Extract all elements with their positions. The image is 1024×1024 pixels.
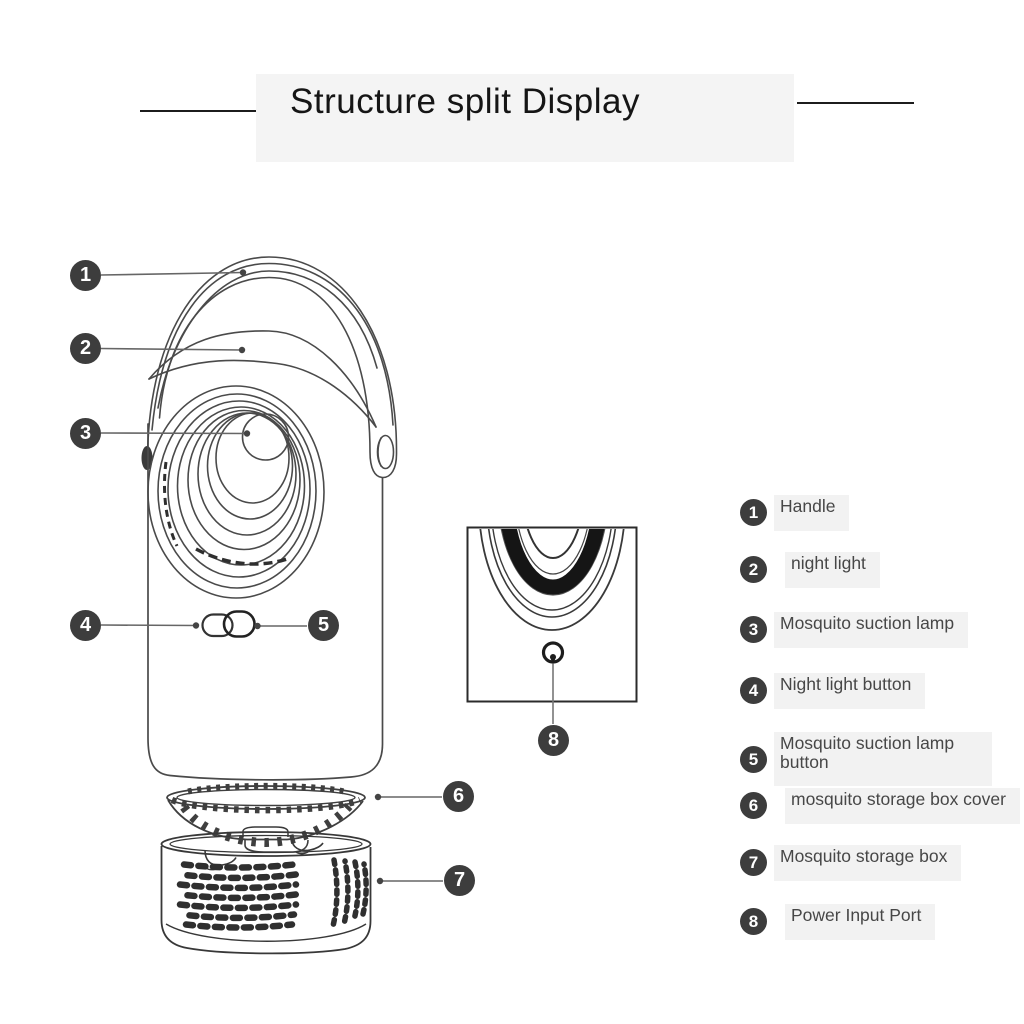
legend-number: 3 [740, 616, 767, 644]
legend-label: Mosquito suction lamp [774, 612, 969, 648]
legend-number: 4 [740, 677, 767, 705]
callout-5-lamp-button: 5 [308, 610, 339, 641]
callout-1-handle: 1 [70, 260, 101, 291]
handle-drawing [141, 256, 398, 479]
callout-6-box-cover: 6 [443, 781, 474, 812]
callout-2-night-light: 2 [70, 333, 101, 364]
storage-box-cover-drawing [166, 782, 366, 853]
legend-number: 7 [740, 849, 767, 877]
title-rule-right [797, 102, 914, 104]
buttons-drawing [201, 610, 256, 638]
power-port-icon [541, 641, 565, 665]
legend-label: Mosquito storage box [774, 845, 962, 881]
title-box: Structure split Display [256, 74, 794, 162]
lamp-rings-drawing [147, 385, 325, 599]
callout-4-night-light-button: 4 [70, 610, 101, 641]
legend-label: Mosquito suction lamp button [774, 732, 992, 787]
device-body-drawing [147, 423, 384, 781]
callout-lines [100, 269, 554, 885]
night-light-drawing [148, 330, 377, 428]
legend-item-storage-box: 7 Mosquito storage box [740, 845, 962, 881]
legend-number: 6 [740, 792, 767, 820]
callout-7-storage-box: 7 [444, 865, 475, 896]
legend-item-lamp-button: 5 Mosquito suction lamp button [740, 732, 992, 787]
page-title: Structure split Display [290, 82, 640, 121]
callout-3-suction-lamp: 3 [70, 418, 101, 449]
callout-8-power-port: 8 [538, 725, 569, 756]
legend-number: 2 [740, 556, 767, 584]
legend-label: mosquito storage box cover [785, 788, 1020, 824]
legend-label: Handle [774, 495, 850, 531]
legend-item-suction-lamp: 3 Mosquito suction lamp [740, 612, 969, 648]
legend-item-power-port: 8 Power Input Port [740, 904, 936, 940]
legend-number: 8 [740, 908, 767, 936]
title-rule-left [140, 110, 256, 112]
storage-box-drawing [160, 826, 372, 955]
legend-label: Power Input Port [785, 904, 936, 940]
legend-item-handle: 1 Handle [740, 495, 850, 531]
legend-label: night light [785, 552, 880, 588]
legend-number: 5 [740, 745, 767, 773]
legend-item-box-cover: 6 mosquito storage box cover [740, 788, 1020, 824]
detail-inset-box [466, 526, 638, 703]
legend-item-night-light: 2 night light [740, 552, 880, 588]
legend-item-night-light-button: 4 Night light button [740, 673, 926, 709]
legend-number: 1 [740, 499, 767, 527]
legend-label: Night light button [774, 673, 926, 709]
